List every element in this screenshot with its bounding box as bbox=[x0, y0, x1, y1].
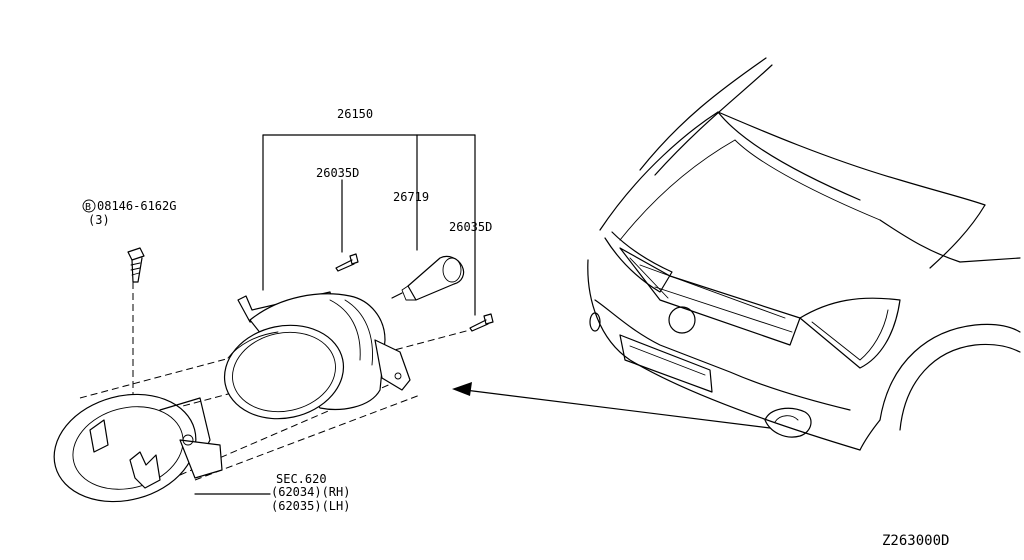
fog-lamp-assembly-part bbox=[223, 291, 411, 420]
aiming-screw-part bbox=[469, 313, 494, 332]
finisher-rh-part-number: (62034)(RH) bbox=[271, 485, 350, 499]
vehicle-front-illustration bbox=[587, 57, 1021, 451]
svg-text:B: B bbox=[85, 202, 91, 213]
section-reference: SEC.620 bbox=[276, 472, 327, 486]
fog-lamp-finisher-part bbox=[53, 393, 223, 503]
location-arrow bbox=[452, 382, 771, 429]
bolt-marker-icon: B bbox=[82, 199, 96, 213]
mounting-bolt-part bbox=[127, 247, 145, 283]
bolt-quantity: (3) bbox=[88, 213, 110, 227]
bulb-screw-part-number: 26035D bbox=[316, 166, 359, 180]
leader-lines bbox=[194, 134, 476, 495]
finisher-lh-part-number: (62035)(LH) bbox=[271, 499, 350, 513]
bulb-screw-part bbox=[335, 253, 359, 272]
fog-bulb-part bbox=[391, 255, 465, 301]
bulb-part-number: 26719 bbox=[393, 190, 429, 204]
drawing-id: Z263000D bbox=[882, 533, 949, 549]
part-labels: 26150 26035D 26719 26035D B 08146-6162G … bbox=[82, 107, 949, 549]
bolt-part-number: 08146-6162G bbox=[97, 199, 176, 213]
assembly-part-number: 26150 bbox=[337, 107, 373, 121]
aiming-screw-part-number: 26035D bbox=[449, 220, 492, 234]
